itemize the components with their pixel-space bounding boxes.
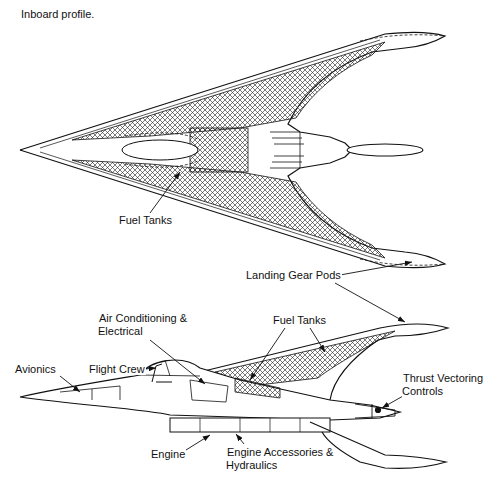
part-label: Engine Accessories & Hydraulics bbox=[226, 446, 338, 472]
engine bbox=[170, 418, 330, 432]
part-label: Landing Gear Pods bbox=[245, 269, 342, 282]
leader-lines bbox=[60, 172, 412, 450]
avionics-bay bbox=[60, 386, 120, 400]
cockpit bbox=[122, 140, 198, 160]
leader-line bbox=[236, 434, 244, 444]
part-label: Engine bbox=[150, 448, 186, 461]
engine-sections bbox=[200, 418, 300, 432]
part-label: Fuel Tanks bbox=[272, 314, 327, 327]
thrust-vector-actuator bbox=[376, 408, 381, 413]
leader-line bbox=[150, 340, 205, 384]
title: Inboard profile. bbox=[20, 8, 95, 21]
leader-line bbox=[60, 376, 80, 392]
fuselage-tank bbox=[235, 378, 280, 398]
equipment-bay bbox=[190, 380, 228, 402]
part-label: Fuel Tanks bbox=[118, 214, 173, 227]
crew-seat bbox=[152, 364, 172, 382]
part-label: Thrust Vectoring Controls bbox=[402, 372, 496, 398]
part-label-text: Fuel Tanks bbox=[118, 214, 173, 226]
nozzle bbox=[355, 404, 395, 418]
top-view bbox=[20, 32, 445, 267]
upper-wing-tank bbox=[215, 331, 395, 386]
leader-line bbox=[335, 283, 405, 322]
part-label-text: Engine bbox=[150, 448, 186, 460]
part-label: Air Conditioning & Electrical bbox=[98, 312, 198, 338]
leader-line bbox=[150, 172, 180, 213]
part-label-text: Thrust Vectoring Controls bbox=[402, 372, 483, 397]
part-label-text: Engine Accessories & Hydraulics bbox=[226, 446, 333, 471]
part-label-text: Fuel Tanks bbox=[272, 314, 327, 326]
leader-line bbox=[250, 328, 285, 380]
leader-line bbox=[340, 262, 412, 275]
leader-line bbox=[310, 328, 325, 352]
center-tank bbox=[190, 128, 248, 172]
part-label-text: Flight Crew bbox=[88, 363, 146, 375]
nozzle-spike bbox=[347, 144, 423, 156]
part-label: Avionics bbox=[14, 363, 57, 376]
canopy bbox=[140, 360, 200, 376]
leader-line bbox=[186, 435, 210, 450]
canopy-frame bbox=[125, 133, 200, 167]
part-label-text: Air Conditioning & Electrical bbox=[98, 312, 187, 337]
part-label: Flight Crew bbox=[88, 363, 146, 376]
part-label-text: Avionics bbox=[14, 363, 57, 375]
fuselage bbox=[20, 360, 400, 420]
part-label-text: Landing Gear Pods bbox=[245, 269, 342, 281]
title-text: Inboard profile. bbox=[20, 8, 95, 20]
